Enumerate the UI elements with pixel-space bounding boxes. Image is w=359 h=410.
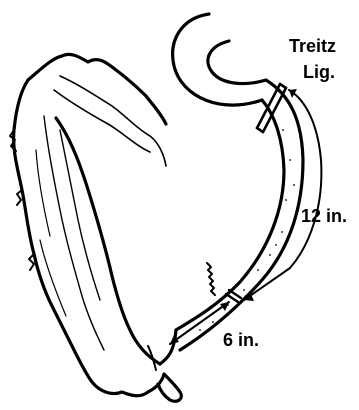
length-label-12in: 12 in. bbox=[301, 206, 347, 226]
anastomosis-line bbox=[207, 263, 215, 295]
tube-texture bbox=[199, 129, 295, 331]
length-label-6in: 6 in. bbox=[223, 330, 259, 350]
treitz-label-line1: Treitz bbox=[289, 36, 336, 56]
treitz-label-line2: Lig. bbox=[303, 62, 335, 82]
retained-bowel-limb bbox=[10, 54, 166, 395]
duodenum-loop bbox=[173, 14, 266, 105]
jejunum-tube bbox=[176, 80, 303, 350]
